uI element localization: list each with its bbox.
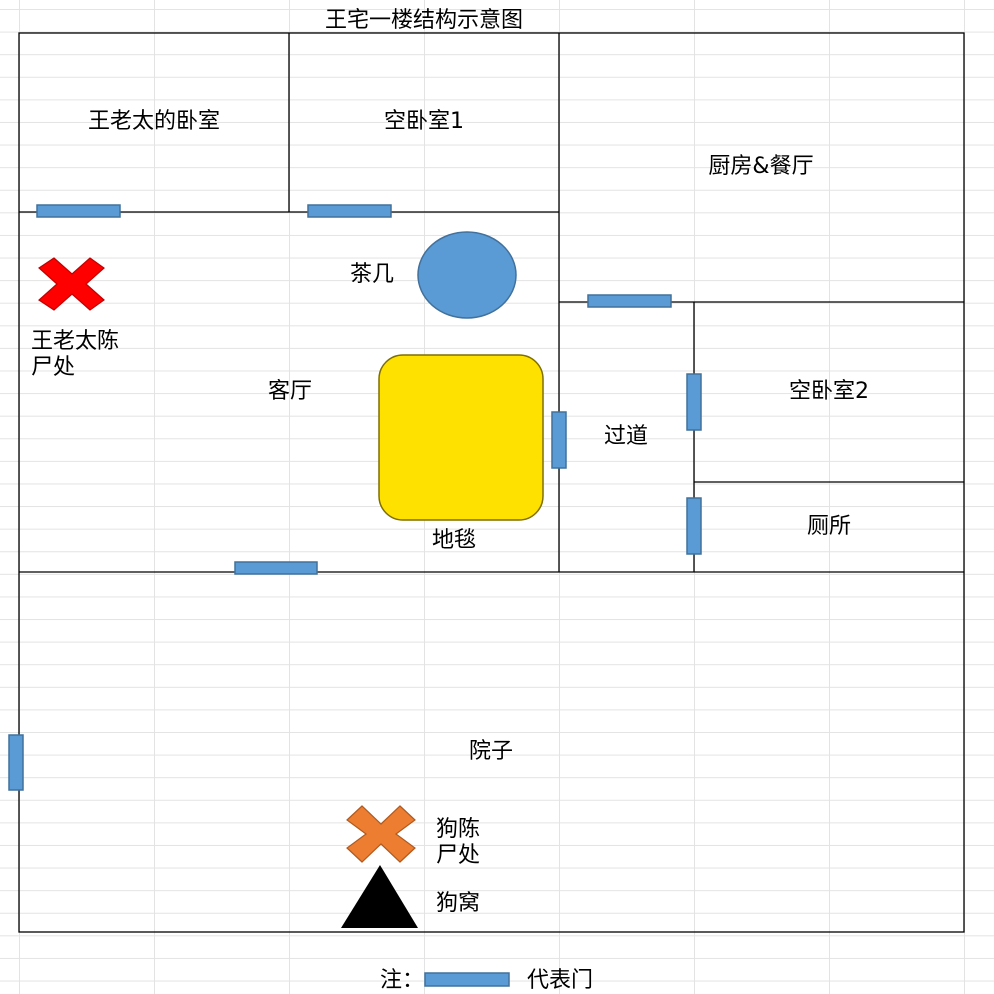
door-yard-outside bbox=[8, 734, 24, 791]
door-living-yard bbox=[234, 561, 318, 575]
room-label-empty-bedroom-2: 空卧室2 bbox=[789, 379, 869, 404]
carpet-shape bbox=[378, 354, 544, 521]
dog-kennel-triangle-icon bbox=[341, 865, 418, 928]
room-label-toilet: 厕所 bbox=[806, 514, 852, 539]
marker-label-dog-body: 狗陈 尸处 bbox=[436, 817, 481, 868]
door-empty-bedroom-1 bbox=[307, 204, 392, 218]
diagram-title: 王宅一楼结构示意图 bbox=[324, 8, 524, 33]
room-label-yard: 院子 bbox=[468, 739, 514, 764]
legend-door-label: 代表门 bbox=[527, 968, 594, 993]
room-label-hallway: 过道 bbox=[603, 424, 649, 449]
legend-note-label: 注： bbox=[380, 968, 425, 993]
dog-body-x-marker-icon bbox=[346, 805, 416, 863]
marker-label-wang-body: 王老太陈 尸处 bbox=[31, 329, 120, 380]
door-wang-bedroom bbox=[36, 204, 121, 218]
doors bbox=[8, 204, 702, 987]
room-label-empty-bedroom-1: 空卧室1 bbox=[384, 109, 464, 134]
tea-table-shape bbox=[417, 231, 517, 319]
furniture-label-dog-kennel: 狗窝 bbox=[435, 891, 481, 916]
door-kitchen bbox=[587, 294, 672, 308]
room-label-kitchen-dining: 厨房&餐厅 bbox=[708, 154, 814, 179]
wang-body-x-marker-icon bbox=[38, 257, 105, 311]
door-empty-bedroom-2 bbox=[686, 373, 702, 431]
door-living-hallway bbox=[551, 411, 567, 469]
room-label-wang-bedroom: 王老太的卧室 bbox=[87, 109, 221, 134]
legend-door-sample bbox=[424, 972, 510, 987]
room-label-living-room: 客厅 bbox=[267, 379, 313, 404]
furniture-label-tea-table: 茶几 bbox=[349, 262, 395, 287]
furniture-label-carpet: 地毯 bbox=[431, 528, 477, 553]
door-toilet bbox=[686, 497, 702, 555]
